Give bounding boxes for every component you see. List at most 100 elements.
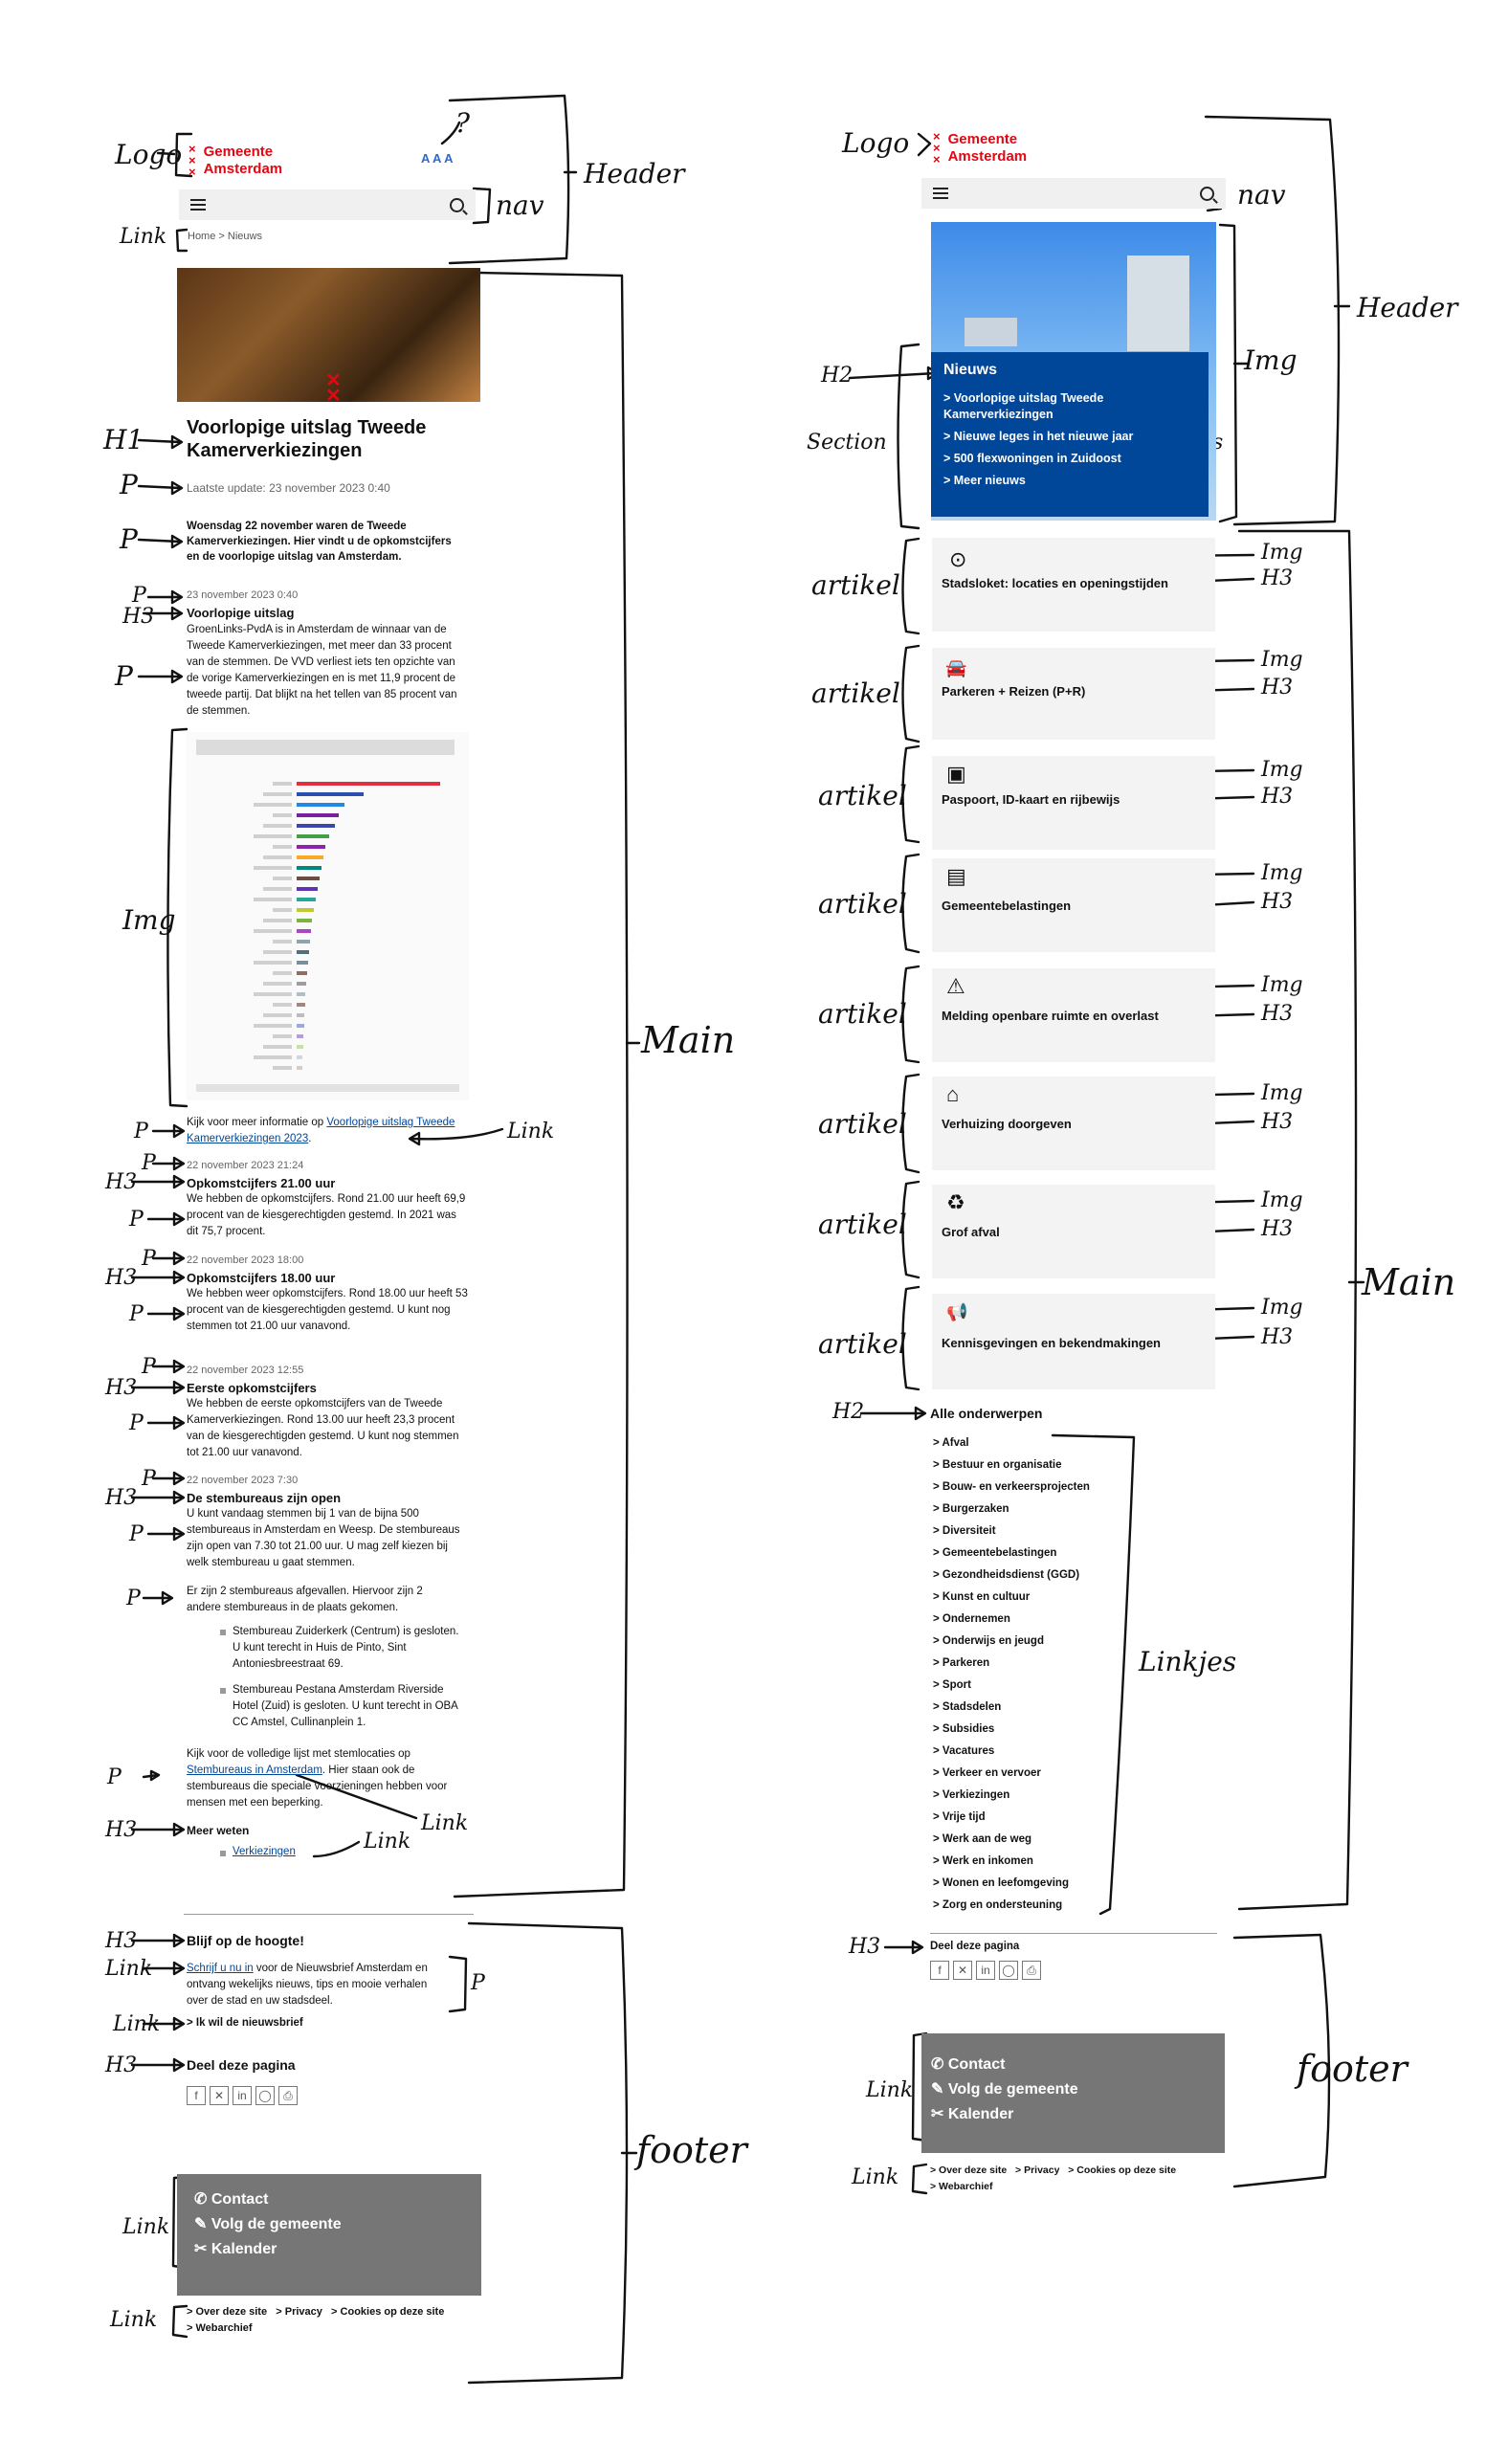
tile-paspoort[interactable]: ▣ Paspoort, ID-kaart en rijbewijs bbox=[932, 756, 1215, 850]
chart-bar bbox=[297, 834, 329, 838]
topic-link[interactable]: > Werk aan de weg bbox=[933, 1833, 1032, 1845]
stations-link[interactable]: Stembureaus in Amsterdam bbox=[187, 1765, 322, 1776]
logo-left[interactable]: ××× Gemeente Amsterdam bbox=[189, 143, 282, 178]
footer-follow-left[interactable]: ✎ Volg de gemeente bbox=[194, 2212, 481, 2237]
font-size-control[interactable]: A A A bbox=[421, 151, 454, 166]
topic-link[interactable]: > Ondernemen bbox=[933, 1613, 1010, 1625]
topic-link[interactable]: > Burgerzaken bbox=[933, 1503, 1009, 1515]
menu-icon[interactable] bbox=[933, 188, 948, 199]
annotation-question: ? bbox=[455, 107, 471, 139]
footer-contact-right[interactable]: ✆ Contact bbox=[931, 2053, 1225, 2077]
linkedin-icon[interactable]: in bbox=[233, 2086, 252, 2105]
annotation-h3-8: H3 bbox=[105, 2053, 138, 2077]
topic-link[interactable]: > Gezondheidsdienst (GGD) bbox=[933, 1569, 1080, 1581]
news-link-2[interactable]: > Nieuwe leges in het nieuwe jaar bbox=[943, 430, 1134, 443]
annotation-nav-left: nav bbox=[496, 189, 544, 221]
topic-link[interactable]: > Kunst en cultuur bbox=[933, 1591, 1031, 1603]
topic-link[interactable]: > Sport bbox=[933, 1679, 971, 1691]
footer-link-archive[interactable]: > Webarchief bbox=[930, 2181, 993, 2192]
item-5-date: 22 november 2023 7:30 bbox=[187, 1475, 299, 1486]
footer-contact-left[interactable]: ✆ Contact bbox=[194, 2187, 481, 2212]
logo-right[interactable]: ××× Gemeente Amsterdam bbox=[933, 130, 1027, 166]
topic-link[interactable]: > Bestuur en organisatie bbox=[933, 1459, 1062, 1471]
topic-link[interactable]: > Vacatures bbox=[933, 1745, 995, 1757]
annotation-artikel-3: artikel bbox=[818, 780, 907, 811]
news-link-1[interactable]: > Voorlopige uitslag Tweede Kamerverkiez… bbox=[943, 391, 1104, 421]
item-5-heading: De stembureaus zijn open bbox=[187, 1491, 342, 1505]
footer-link-cookies[interactable]: > Cookies op deze site bbox=[1068, 2164, 1177, 2176]
bullet-1: Stembureau Zuiderkerk (Centrum) is geslo… bbox=[233, 1626, 459, 1670]
print-icon[interactable]: ⎙ bbox=[278, 2086, 298, 2105]
search-icon[interactable] bbox=[450, 197, 464, 212]
annotation-h3-7: H3 bbox=[105, 1929, 138, 1953]
annotation-p-14: P bbox=[126, 1587, 141, 1610]
megaphone-icon: 📢 bbox=[946, 1302, 968, 1321]
topic-link[interactable]: > Parkeren bbox=[933, 1657, 990, 1669]
topic-link[interactable]: > Afval bbox=[933, 1437, 969, 1449]
subscribe-link[interactable]: Schrijf u nu in bbox=[187, 1963, 254, 1974]
topic-link[interactable]: > Wonen en leefomgeving bbox=[933, 1877, 1069, 1889]
whatsapp-icon[interactable]: ◯ bbox=[255, 2086, 275, 2105]
annotation-p-10: P bbox=[142, 1355, 156, 1379]
verkiezingen-link[interactable]: Verkiezingen bbox=[233, 1846, 296, 1857]
footer-follow-right[interactable]: ✎ Volg de gemeente bbox=[931, 2077, 1225, 2102]
tile-melding[interactable]: ⚠ Melding openbare ruimte en overlast bbox=[932, 968, 1215, 1062]
facebook-icon[interactable]: f bbox=[187, 2086, 206, 2105]
chart-label-blur bbox=[263, 824, 292, 828]
tile-belastingen[interactable]: ▤ Gemeentebelastingen bbox=[932, 858, 1215, 952]
whatsapp-icon[interactable]: ◯ bbox=[999, 1961, 1018, 1980]
breadcrumb[interactable]: Home > Nieuws bbox=[188, 231, 262, 242]
footer-calendar-right[interactable]: ✂ Kalender bbox=[931, 2102, 1225, 2127]
topic-link[interactable]: > Diversiteit bbox=[933, 1525, 996, 1537]
chart-bar bbox=[297, 1045, 303, 1049]
chart-label-blur bbox=[273, 813, 292, 817]
search-icon[interactable] bbox=[1200, 186, 1214, 201]
annotation-p-9: P bbox=[129, 1302, 144, 1326]
print-icon[interactable]: ⎙ bbox=[1022, 1961, 1041, 1980]
chart-label-blur bbox=[263, 982, 292, 986]
topic-link[interactable]: > Zorg en ondersteuning bbox=[933, 1899, 1063, 1911]
tile-parkeren[interactable]: 🚘 Parkeren + Reizen (P+R) bbox=[932, 648, 1215, 740]
menu-icon[interactable] bbox=[190, 199, 206, 211]
footer-link-privacy[interactable]: > Privacy bbox=[1015, 2164, 1060, 2176]
footer-link-archive[interactable]: > Webarchief bbox=[187, 2322, 253, 2334]
topic-link[interactable]: > Werk en inkomen bbox=[933, 1855, 1033, 1867]
footer-link-about[interactable]: > Over deze site bbox=[187, 2306, 268, 2318]
annotation-nav-right: nav bbox=[1237, 179, 1286, 211]
annotation-h3-share-right: H3 bbox=[849, 1935, 881, 1959]
annotation-link-right-1: Link bbox=[866, 2078, 914, 2102]
topic-link[interactable]: > Onderwijs en jeugd bbox=[933, 1635, 1044, 1647]
linkedin-icon[interactable]: in bbox=[976, 1961, 995, 1980]
results-link[interactable]: Voorlopige uitslag Tweede Kamerverkiezin… bbox=[187, 1117, 455, 1144]
tile-verhuizing[interactable]: ⌂ Verhuizing doorgeven bbox=[932, 1077, 1215, 1170]
x-icon[interactable]: ✕ bbox=[953, 1961, 972, 1980]
chart-label-blur bbox=[263, 855, 292, 859]
annotation-artikel-5: artikel bbox=[818, 998, 907, 1030]
topic-link[interactable]: > Bouw- en verkeersprojecten bbox=[933, 1481, 1090, 1493]
topic-link[interactable]: > Vrije tijd bbox=[933, 1811, 986, 1823]
topic-link[interactable]: > Verkeer en vervoer bbox=[933, 1767, 1041, 1779]
news-link-3[interactable]: > 500 flexwoningen in Zuidoost bbox=[943, 452, 1121, 465]
footer-link-about[interactable]: > Over deze site bbox=[930, 2164, 1008, 2176]
chart-label-blur bbox=[263, 919, 292, 922]
tile-grof-afval[interactable]: ♻ Grof afval bbox=[932, 1185, 1215, 1278]
annotation-p-8: P bbox=[142, 1247, 156, 1271]
topic-link[interactable]: > Verkiezingen bbox=[933, 1789, 1010, 1801]
news-link-4[interactable]: > Meer nieuws bbox=[943, 474, 1026, 487]
topic-link[interactable]: > Gemeentebelastingen bbox=[933, 1547, 1057, 1559]
tile-stadsloket[interactable]: ⊙ Stadsloket: locaties en openingstijden bbox=[932, 538, 1215, 632]
annotation-img-chart: Img bbox=[122, 904, 176, 936]
tile-kennisgevingen[interactable]: 📢 Kennisgevingen en bekendmakingen bbox=[932, 1294, 1215, 1389]
topic-link[interactable]: > Stadsdelen bbox=[933, 1701, 1002, 1713]
footer-link-privacy[interactable]: > Privacy bbox=[276, 2306, 322, 2318]
newsletter-cta-link[interactable]: > Ik wil de nieuwsbrief bbox=[187, 2017, 303, 2029]
footer-calendar-left[interactable]: ✂ Kalender bbox=[194, 2237, 481, 2262]
megaphone-icon: ✎ bbox=[931, 2081, 948, 2098]
annotation-p-4: P bbox=[115, 660, 133, 692]
footer-link-cookies[interactable]: > Cookies op deze site bbox=[331, 2306, 445, 2318]
topic-link[interactable]: > Subsidies bbox=[933, 1723, 995, 1735]
last-update: Laatste update: 23 november 2023 0:40 bbox=[187, 481, 390, 495]
facebook-icon[interactable]: f bbox=[930, 1961, 949, 1980]
chart-label-blur bbox=[254, 898, 292, 901]
x-icon[interactable]: ✕ bbox=[210, 2086, 229, 2105]
